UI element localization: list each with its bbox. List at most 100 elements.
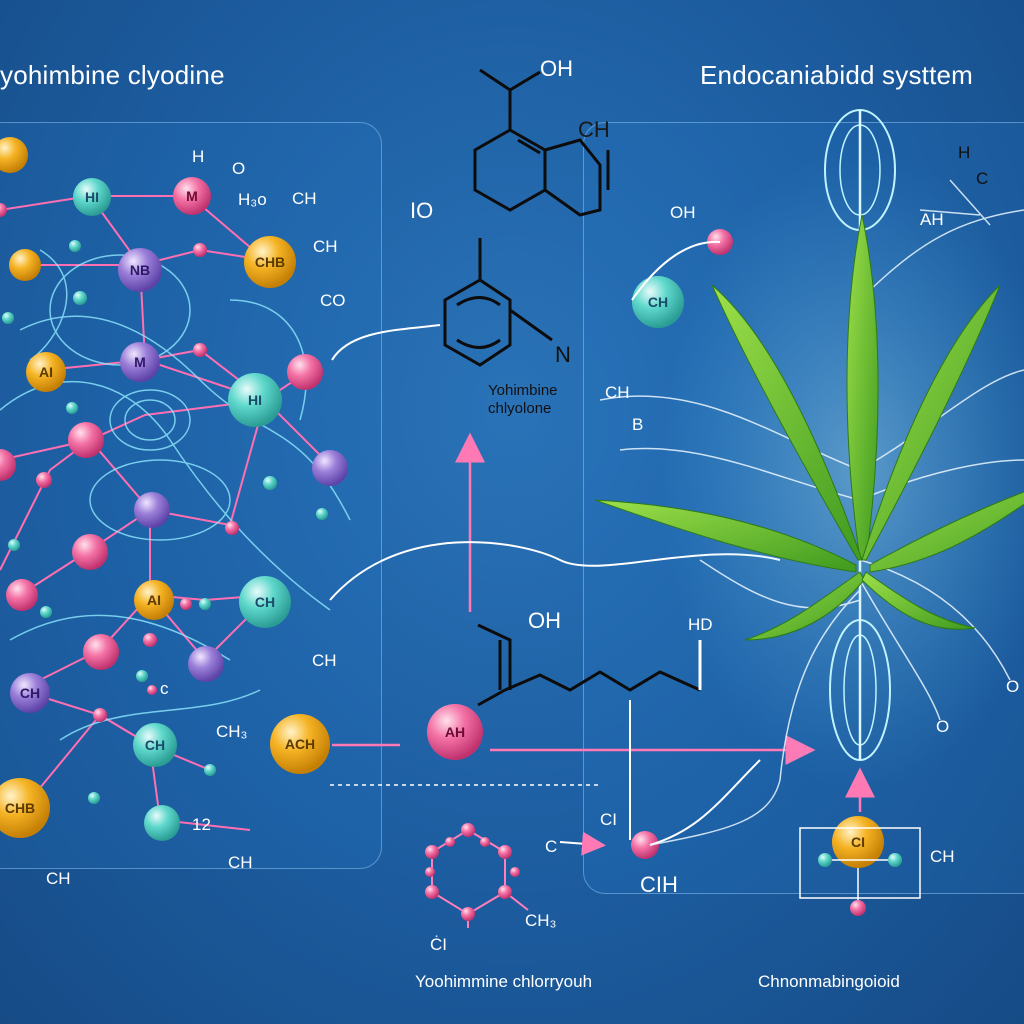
small-atom bbox=[193, 343, 207, 357]
left-big-nodes: HI M CHB NB AI HI M CH AI CHB CH CH ACH … bbox=[0, 137, 884, 916]
svg-text:ĊI: ĊI bbox=[430, 934, 447, 954]
atom-node: CI bbox=[832, 816, 884, 868]
svg-text:CH: CH bbox=[313, 237, 338, 256]
svg-text:CI: CI bbox=[600, 810, 617, 829]
atom-node: HI bbox=[228, 373, 282, 427]
atom-node: ACH bbox=[270, 714, 330, 774]
small-atom bbox=[0, 203, 7, 217]
svg-text:CH: CH bbox=[292, 189, 317, 208]
svg-text:N: N bbox=[555, 342, 571, 367]
svg-text:c: c bbox=[160, 679, 169, 698]
small-atom bbox=[143, 633, 157, 647]
svg-text:O: O bbox=[1006, 677, 1019, 696]
svg-text:CH: CH bbox=[312, 651, 337, 670]
small-atom bbox=[2, 312, 14, 324]
bottom-left-caption: Yoohimmine chlorryouh bbox=[415, 972, 593, 991]
svg-text:OH: OH bbox=[528, 608, 561, 633]
atom-node: AI bbox=[26, 352, 66, 392]
svg-text:IO: IO bbox=[410, 198, 433, 223]
middle-small-caption: Yohimbine chlyolone bbox=[488, 382, 558, 417]
svg-text:H: H bbox=[958, 143, 970, 162]
atom-node: AI bbox=[134, 580, 174, 620]
bottom-right-receptor bbox=[799, 827, 921, 900]
small-atom bbox=[136, 670, 148, 682]
small-atom bbox=[40, 606, 52, 618]
svg-text:CIH: CIH bbox=[640, 872, 678, 897]
svg-text:NB: NB bbox=[130, 262, 150, 278]
small-atom bbox=[147, 685, 157, 695]
svg-text:12: 12 bbox=[192, 815, 211, 834]
right-glow bbox=[660, 109, 1024, 790]
svg-text:C: C bbox=[545, 837, 557, 856]
svg-text:HI: HI bbox=[248, 392, 262, 408]
atom-node: CH bbox=[10, 673, 50, 713]
svg-text:O: O bbox=[936, 717, 949, 736]
svg-text:CH: CH bbox=[578, 117, 610, 142]
svg-text:AI: AI bbox=[147, 592, 161, 608]
small-atom bbox=[199, 598, 211, 610]
svg-text:AH: AH bbox=[920, 210, 944, 229]
atom-node: CHB bbox=[244, 236, 296, 288]
svg-text:CH: CH bbox=[605, 383, 630, 402]
svg-text:OH: OH bbox=[670, 203, 696, 222]
small-atom bbox=[88, 792, 100, 804]
small-atom bbox=[73, 291, 87, 305]
svg-text:CI: CI bbox=[851, 834, 865, 850]
small-atom bbox=[66, 402, 78, 414]
svg-text:CH: CH bbox=[145, 737, 165, 753]
atom-node: M bbox=[173, 177, 211, 215]
right-title: Endocaniabidd systtem bbox=[700, 60, 974, 90]
svg-text:CHB: CHB bbox=[255, 254, 285, 270]
svg-text:C: C bbox=[976, 169, 988, 188]
atom-node: CH bbox=[239, 576, 291, 628]
bottom-right-caption: Chnonmabingoioid bbox=[758, 972, 900, 991]
svg-text:B: B bbox=[632, 415, 643, 434]
svg-text:CH: CH bbox=[255, 594, 275, 610]
svg-text:CH: CH bbox=[648, 294, 668, 310]
svg-text:H: H bbox=[192, 147, 204, 166]
cannabis-leaf bbox=[594, 214, 1024, 641]
middle-labels: OH CH IO N OH ĊI CH₃ C CI CIH bbox=[410, 56, 678, 954]
svg-text:AH: AH bbox=[445, 724, 465, 740]
small-atom bbox=[204, 764, 216, 776]
small-atom bbox=[69, 240, 81, 252]
atom-node: CHB bbox=[0, 778, 50, 838]
left-small-nodes bbox=[0, 203, 328, 804]
svg-text:CHB: CHB bbox=[5, 800, 35, 816]
svg-text:CH: CH bbox=[930, 847, 955, 866]
svg-text:CH: CH bbox=[20, 685, 40, 701]
atom-node: AH bbox=[427, 704, 483, 760]
left-network-orbits bbox=[0, 249, 351, 741]
svg-text:HD: HD bbox=[688, 615, 713, 634]
small-atom bbox=[263, 476, 277, 490]
small-atom bbox=[225, 521, 239, 535]
middle-structures bbox=[443, 68, 701, 707]
svg-text:CO: CO bbox=[320, 291, 346, 310]
svg-text:CH: CH bbox=[46, 869, 71, 888]
svg-text:AI: AI bbox=[39, 364, 53, 380]
small-atom bbox=[316, 508, 328, 520]
atom-node: M bbox=[120, 342, 160, 382]
svg-text:OH: OH bbox=[540, 56, 573, 81]
small-atom bbox=[193, 243, 207, 257]
left-title: yohimbine clyodine bbox=[0, 60, 225, 90]
right-labels: H C AH OH CH B HD O O CH bbox=[605, 143, 1019, 866]
pink-ring-atoms bbox=[425, 823, 520, 921]
svg-text:ACH: ACH bbox=[285, 736, 315, 752]
svg-text:HI: HI bbox=[85, 189, 99, 205]
atom-node: HI bbox=[73, 178, 111, 216]
svg-text:CH: CH bbox=[228, 853, 253, 872]
small-atom bbox=[8, 539, 20, 551]
svg-text:M: M bbox=[134, 354, 146, 370]
svg-text:H₃o: H₃o bbox=[238, 190, 267, 209]
svg-text:CH₃: CH₃ bbox=[216, 722, 247, 741]
left-atom-labels: H O H₃o CH CH CO CH CH₃ 12 CH CH c bbox=[46, 147, 346, 888]
small-atom bbox=[180, 598, 192, 610]
atom-node: CH bbox=[632, 276, 684, 328]
small-atom bbox=[93, 708, 107, 722]
atom-node: CH bbox=[133, 723, 177, 767]
svg-text:M: M bbox=[186, 188, 198, 204]
atom-node: NB bbox=[118, 248, 162, 292]
